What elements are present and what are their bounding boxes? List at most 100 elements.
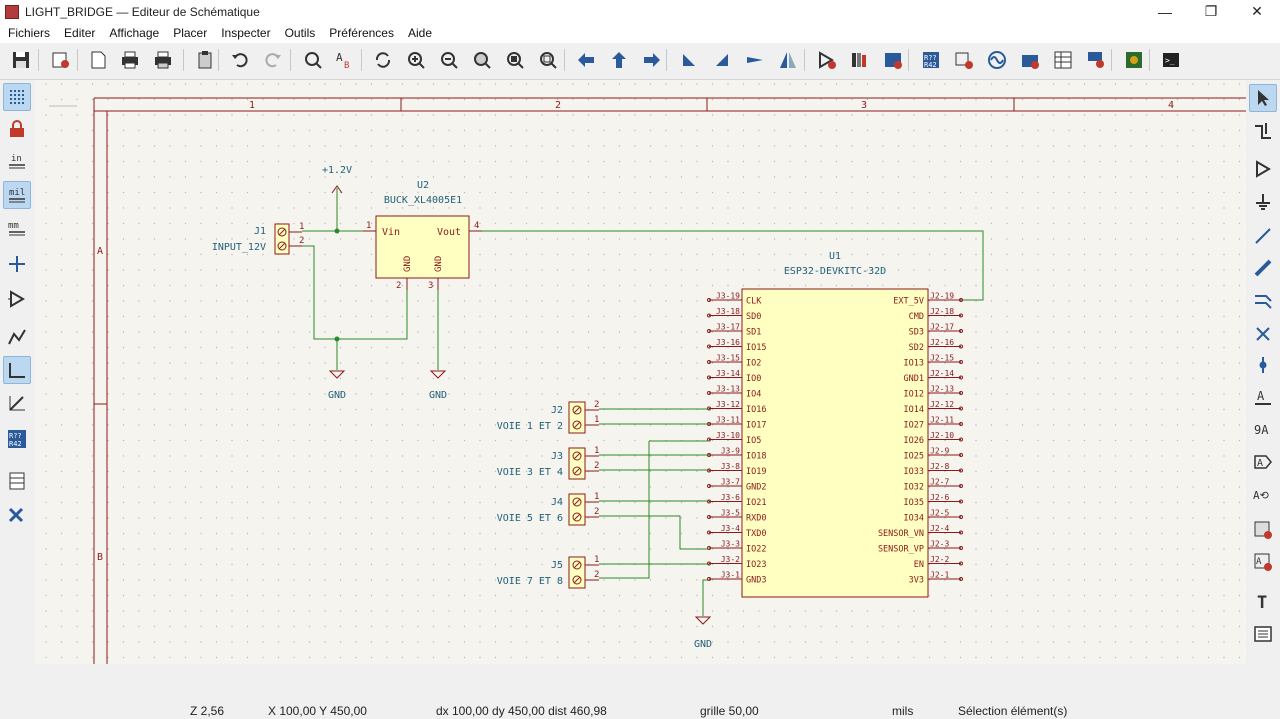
symbol-editor-icon[interactable] <box>814 47 840 73</box>
mirror-h-icon[interactable] <box>775 47 801 73</box>
add-text-icon[interactable]: T <box>1249 587 1277 615</box>
u1-pin-name-right: SD2 <box>909 343 924 353</box>
refresh-icon[interactable] <box>370 47 396 73</box>
connector-j2[interactable] <box>568 401 599 434</box>
restore-button[interactable]: ❐ <box>1204 3 1218 19</box>
svg-text:R??: R?? <box>9 432 22 440</box>
u1-pin-num-left: J3-14 <box>716 369 740 378</box>
toolbar-separator <box>77 49 78 71</box>
bom-generate-icon[interactable] <box>1083 47 1109 73</box>
zoom-objects-icon[interactable] <box>502 47 528 73</box>
cursor-crosshair-icon[interactable] <box>3 250 31 278</box>
highlight-net-icon[interactable] <box>1249 117 1277 145</box>
symbol-browser-icon[interactable] <box>847 47 873 73</box>
menu-outils[interactable]: Outils <box>284 26 316 40</box>
hierarchy-icon[interactable] <box>3 467 31 495</box>
paste-icon[interactable] <box>192 47 218 73</box>
svg-text:R??: R?? <box>924 54 937 62</box>
units-mm-icon[interactable]: mm <box>3 214 31 242</box>
add-label-icon[interactable]: A <box>1249 384 1277 412</box>
undo-icon[interactable] <box>227 47 253 73</box>
menu-fichiers[interactable]: Fichiers <box>8 26 51 40</box>
menu-placer[interactable]: Placer <box>173 26 208 40</box>
connector-j4[interactable] <box>568 493 599 526</box>
pcb-editor-icon[interactable] <box>1121 47 1147 73</box>
erc-icon[interactable] <box>951 47 977 73</box>
nav-forward-icon[interactable] <box>639 47 665 73</box>
close-button[interactable]: ✕ <box>1251 3 1263 19</box>
plot-icon[interactable] <box>150 47 176 73</box>
zoom-fit-icon[interactable] <box>469 47 495 73</box>
nav-up-icon[interactable] <box>606 47 632 73</box>
minimize-button[interactable]: — <box>1158 3 1172 20</box>
zoom-in-icon[interactable] <box>403 47 429 73</box>
schematic-setup-icon[interactable] <box>48 47 74 73</box>
no-connect-icon[interactable] <box>1249 320 1277 348</box>
add-symbol-icon[interactable] <box>1249 155 1277 183</box>
page-settings-icon[interactable] <box>85 47 111 73</box>
units-in-icon[interactable]: in <box>3 147 31 175</box>
units-mil-icon[interactable]: mil <box>3 181 31 209</box>
bom-icon[interactable] <box>1017 47 1043 73</box>
menu-editer[interactable]: Editer <box>64 26 96 40</box>
zoom-out-icon[interactable] <box>436 47 462 73</box>
annotate-ref-icon[interactable]: R??R42 <box>3 425 31 453</box>
connector-pin-num: 2 <box>594 570 599 580</box>
schematic-svg[interactable]: 1 2 3 4 A B +1.2V U2 BUCK_XL4005E1 Vin V… <box>35 80 1246 664</box>
print-icon[interactable] <box>117 47 143 73</box>
menu-inspecter[interactable]: Inspecter <box>221 26 271 40</box>
settings-tools-icon[interactable] <box>3 500 31 528</box>
connector-j5[interactable] <box>568 556 599 589</box>
footprint-assign-icon[interactable] <box>880 47 906 73</box>
junction-icon[interactable] <box>1249 351 1277 379</box>
zoom-selection-icon[interactable] <box>535 47 561 73</box>
status-mode: Sélection élément(s) <box>958 704 1068 718</box>
add-net-label-icon[interactable]: 9A <box>1249 416 1277 444</box>
rotate-cw-icon[interactable] <box>709 47 735 73</box>
u1-pin-num-right: J2-18 <box>930 307 954 316</box>
redo-icon[interactable] <box>260 47 286 73</box>
u1-pin-end-right <box>959 298 963 302</box>
bus-entry-icon[interactable] <box>1249 287 1277 315</box>
j1-connector[interactable] <box>274 223 302 255</box>
add-power-icon[interactable] <box>1249 188 1277 216</box>
connector-j3[interactable] <box>568 447 599 480</box>
hier-label-icon[interactable]: A⟲ <box>1249 481 1277 509</box>
find-icon[interactable] <box>300 47 326 73</box>
u2-body[interactable] <box>375 215 470 279</box>
add-wire-icon[interactable] <box>1249 222 1277 250</box>
lock-icon[interactable] <box>3 115 31 143</box>
grid-icon[interactable] <box>3 83 31 111</box>
text-box-icon[interactable] <box>1249 620 1277 648</box>
simulator-icon[interactable] <box>984 47 1010 73</box>
scripting-console-icon[interactable]: >_ <box>1158 47 1184 73</box>
annotate-icon[interactable]: R??R42 <box>918 47 944 73</box>
mirror-v-icon[interactable] <box>742 47 768 73</box>
u1-body[interactable] <box>741 288 929 598</box>
line-mode-90-icon[interactable] <box>3 356 31 384</box>
u1-pin-end-right <box>959 329 963 333</box>
power-12v-symbol[interactable] <box>331 185 343 231</box>
select-arrow-icon[interactable] <box>1249 84 1277 112</box>
gnd-label-1: GND <box>328 390 346 401</box>
menu-affichage[interactable]: Affichage <box>109 26 160 40</box>
line-mode-free-icon[interactable] <box>3 323 31 351</box>
fields-table-icon[interactable] <box>1050 47 1076 73</box>
j1-value: INPUT_12V <box>212 242 266 253</box>
hier-sheet-icon[interactable] <box>1249 516 1277 544</box>
add-bus-icon[interactable] <box>1249 254 1277 282</box>
pin-icon[interactable] <box>3 285 31 313</box>
menu-preferences[interactable]: Préférences <box>329 26 394 40</box>
gnd-symbols[interactable] <box>328 370 712 625</box>
save-icon[interactable] <box>8 47 34 73</box>
rotate-ccw-icon[interactable] <box>676 47 702 73</box>
line-mode-45-icon[interactable] <box>3 389 31 417</box>
nav-back-icon[interactable] <box>573 47 599 73</box>
menu-aide[interactable]: Aide <box>407 26 432 40</box>
schematic-canvas[interactable]: 1 2 3 4 A B +1.2V U2 BUCK_XL4005E1 Vin V… <box>35 80 1246 664</box>
global-label-icon[interactable]: A <box>1249 448 1277 476</box>
import-sheet-pin-icon[interactable]: A <box>1249 548 1277 576</box>
